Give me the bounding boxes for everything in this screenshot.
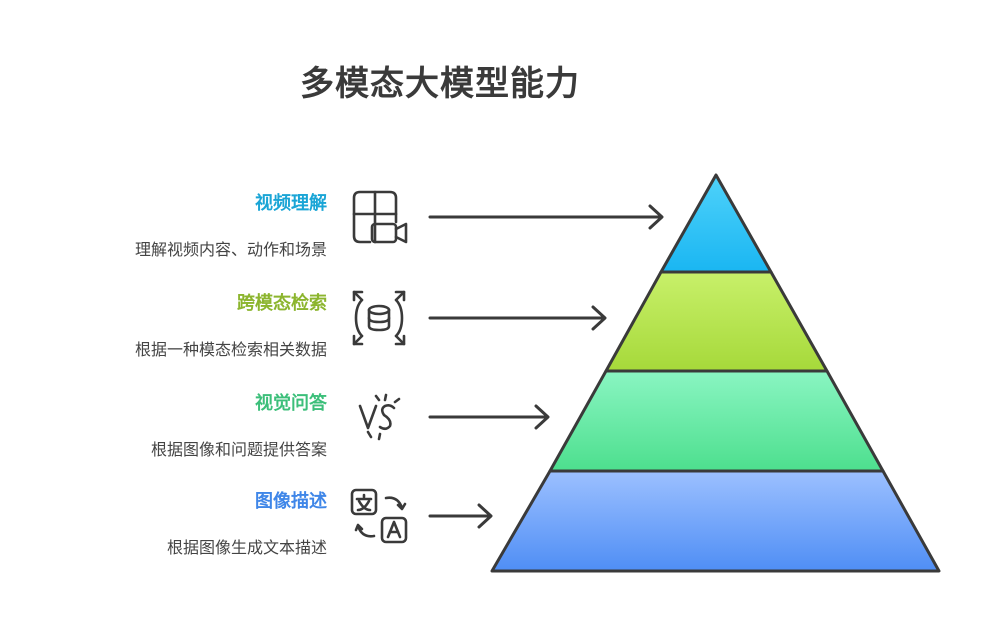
arrow-video-understanding	[428, 204, 664, 230]
level-title-video-understanding: 视频理解	[255, 193, 327, 214]
level-title-cross-modal-retrieval: 跨模态检索	[237, 293, 327, 314]
pyramid-tier-image-captioning	[490, 469, 941, 573]
versus-icon	[358, 393, 401, 441]
level-desc-visual-qa: 根据图像和问题提供答案	[150, 440, 327, 459]
level-desc-video-understanding: 理解视频内容、动作和场景	[134, 240, 327, 259]
level-desc-cross-modal-retrieval: 根据一种模态检索相关数据	[134, 340, 327, 359]
pyramid-tier-cross-modal-retrieval	[604, 270, 829, 373]
video-layout-icon	[352, 190, 408, 244]
pyramid-tier-visual-qa	[548, 369, 885, 473]
arrow-image-captioning	[428, 503, 493, 529]
database-search-icon	[352, 290, 406, 346]
level-title-visual-qa: 视觉问答	[255, 393, 327, 414]
arrow-cross-modal-retrieval	[428, 305, 607, 331]
pyramid-tier-video-understanding	[659, 173, 773, 274]
page-title: 多模态大模型能力	[300, 64, 580, 104]
level-desc-image-captioning: 根据图像生成文本描述	[166, 538, 327, 557]
arrow-visual-qa	[428, 404, 550, 430]
level-title-image-captioning: 图像描述	[255, 491, 327, 512]
translate-icon	[350, 488, 408, 544]
